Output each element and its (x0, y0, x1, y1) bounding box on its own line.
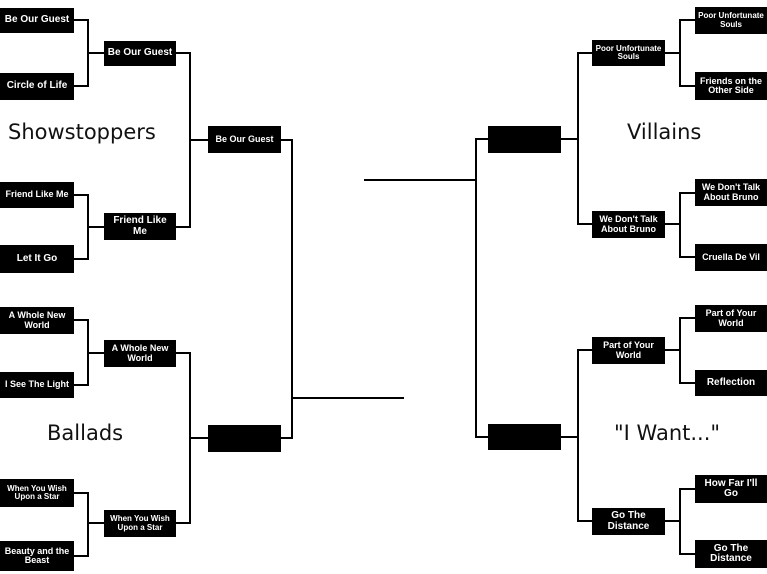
bracket-slot-right-r3-1 (488, 126, 561, 153)
region-heading-i-want: "I Want..." (614, 421, 721, 445)
bracket-slot-left-r1-8: Beauty and the Beast (0, 541, 74, 571)
bracket-slot-left-r2-2: Friend Like Me (104, 213, 176, 240)
bracket-slot-left-r2-3: A Whole New World (104, 340, 176, 367)
connector-r3 (475, 138, 488, 438)
connector-r2-top (577, 52, 592, 225)
bracket-slot-left-r1-4: Let It Go (0, 245, 74, 273)
connector-l2-top (176, 52, 191, 228)
bracket-slot-left-r2-4: When You Wish Upon a Star (104, 510, 176, 537)
bracket-slot-left-r1-1: Be Our Guest (0, 8, 74, 33)
connector-l3 (281, 139, 293, 439)
bracket-slot-right-r2-1: Poor Unfortunate Souls (592, 40, 665, 66)
connector-r1-pair1 (679, 19, 695, 87)
connector-l2-bottom (176, 352, 191, 524)
bracket-slot-right-r2-3: Part of Your World (592, 337, 665, 364)
connector-r1-pair3 (679, 317, 695, 384)
bracket-slot-right-r1-5: Part of Your World (695, 305, 767, 332)
bracket-slot-right-r1-6: Reflection (695, 370, 767, 396)
region-heading-ballads: Ballads (47, 421, 124, 445)
connector-l1-pair2 (74, 194, 89, 260)
bracket-slot-left-r1-7: When You Wish Upon a Star (0, 479, 74, 507)
bracket-slot-right-r1-7: How Far I'll Go (695, 475, 767, 503)
bracket-slot-left-r2-1: Be Our Guest (104, 41, 176, 66)
connector-l1-pair3 (74, 319, 89, 386)
region-heading-villains: Villains (627, 120, 702, 144)
bracket-slot-left-r1-2: Circle of Life (0, 73, 74, 100)
bracket-slot-right-r1-2: Friends on the Other Side (695, 72, 767, 100)
bracket-slot-left-r1-3: Friend Like Me (0, 182, 74, 208)
connector-r1-pair2 (679, 192, 695, 258)
connector-l1-pair4 (74, 492, 89, 557)
bracket-slot-right-r1-8: Go The Distance (695, 540, 767, 568)
bracket-slot-left-r3-2 (208, 425, 281, 452)
connector-r2-bottom (577, 349, 592, 522)
connector-r1-pair4 (679, 488, 695, 555)
bracket-slot-left-r1-6: I See The Light (0, 372, 74, 398)
region-heading-showstoppers: Showstoppers (8, 120, 156, 144)
bracket-slot-right-r2-4: Go The Distance (592, 508, 665, 535)
bracket-slot-right-r1-4: Cruella De Vil (695, 244, 767, 271)
bracket-slot-right-r1-3: We Don't Talk About Bruno (695, 179, 767, 206)
bracket-slot-right-r3-2 (488, 424, 561, 450)
bracket-slot-right-r1-1: Poor Unfortunate Souls (695, 7, 767, 34)
connector-l1-pair1 (74, 19, 89, 87)
bracket-slot-left-r3-1: Be Our Guest (208, 126, 281, 153)
bracket-slot-right-r2-2: We Don't Talk About Bruno (592, 211, 665, 238)
bracket-slot-left-r1-5: A Whole New World (0, 307, 74, 334)
